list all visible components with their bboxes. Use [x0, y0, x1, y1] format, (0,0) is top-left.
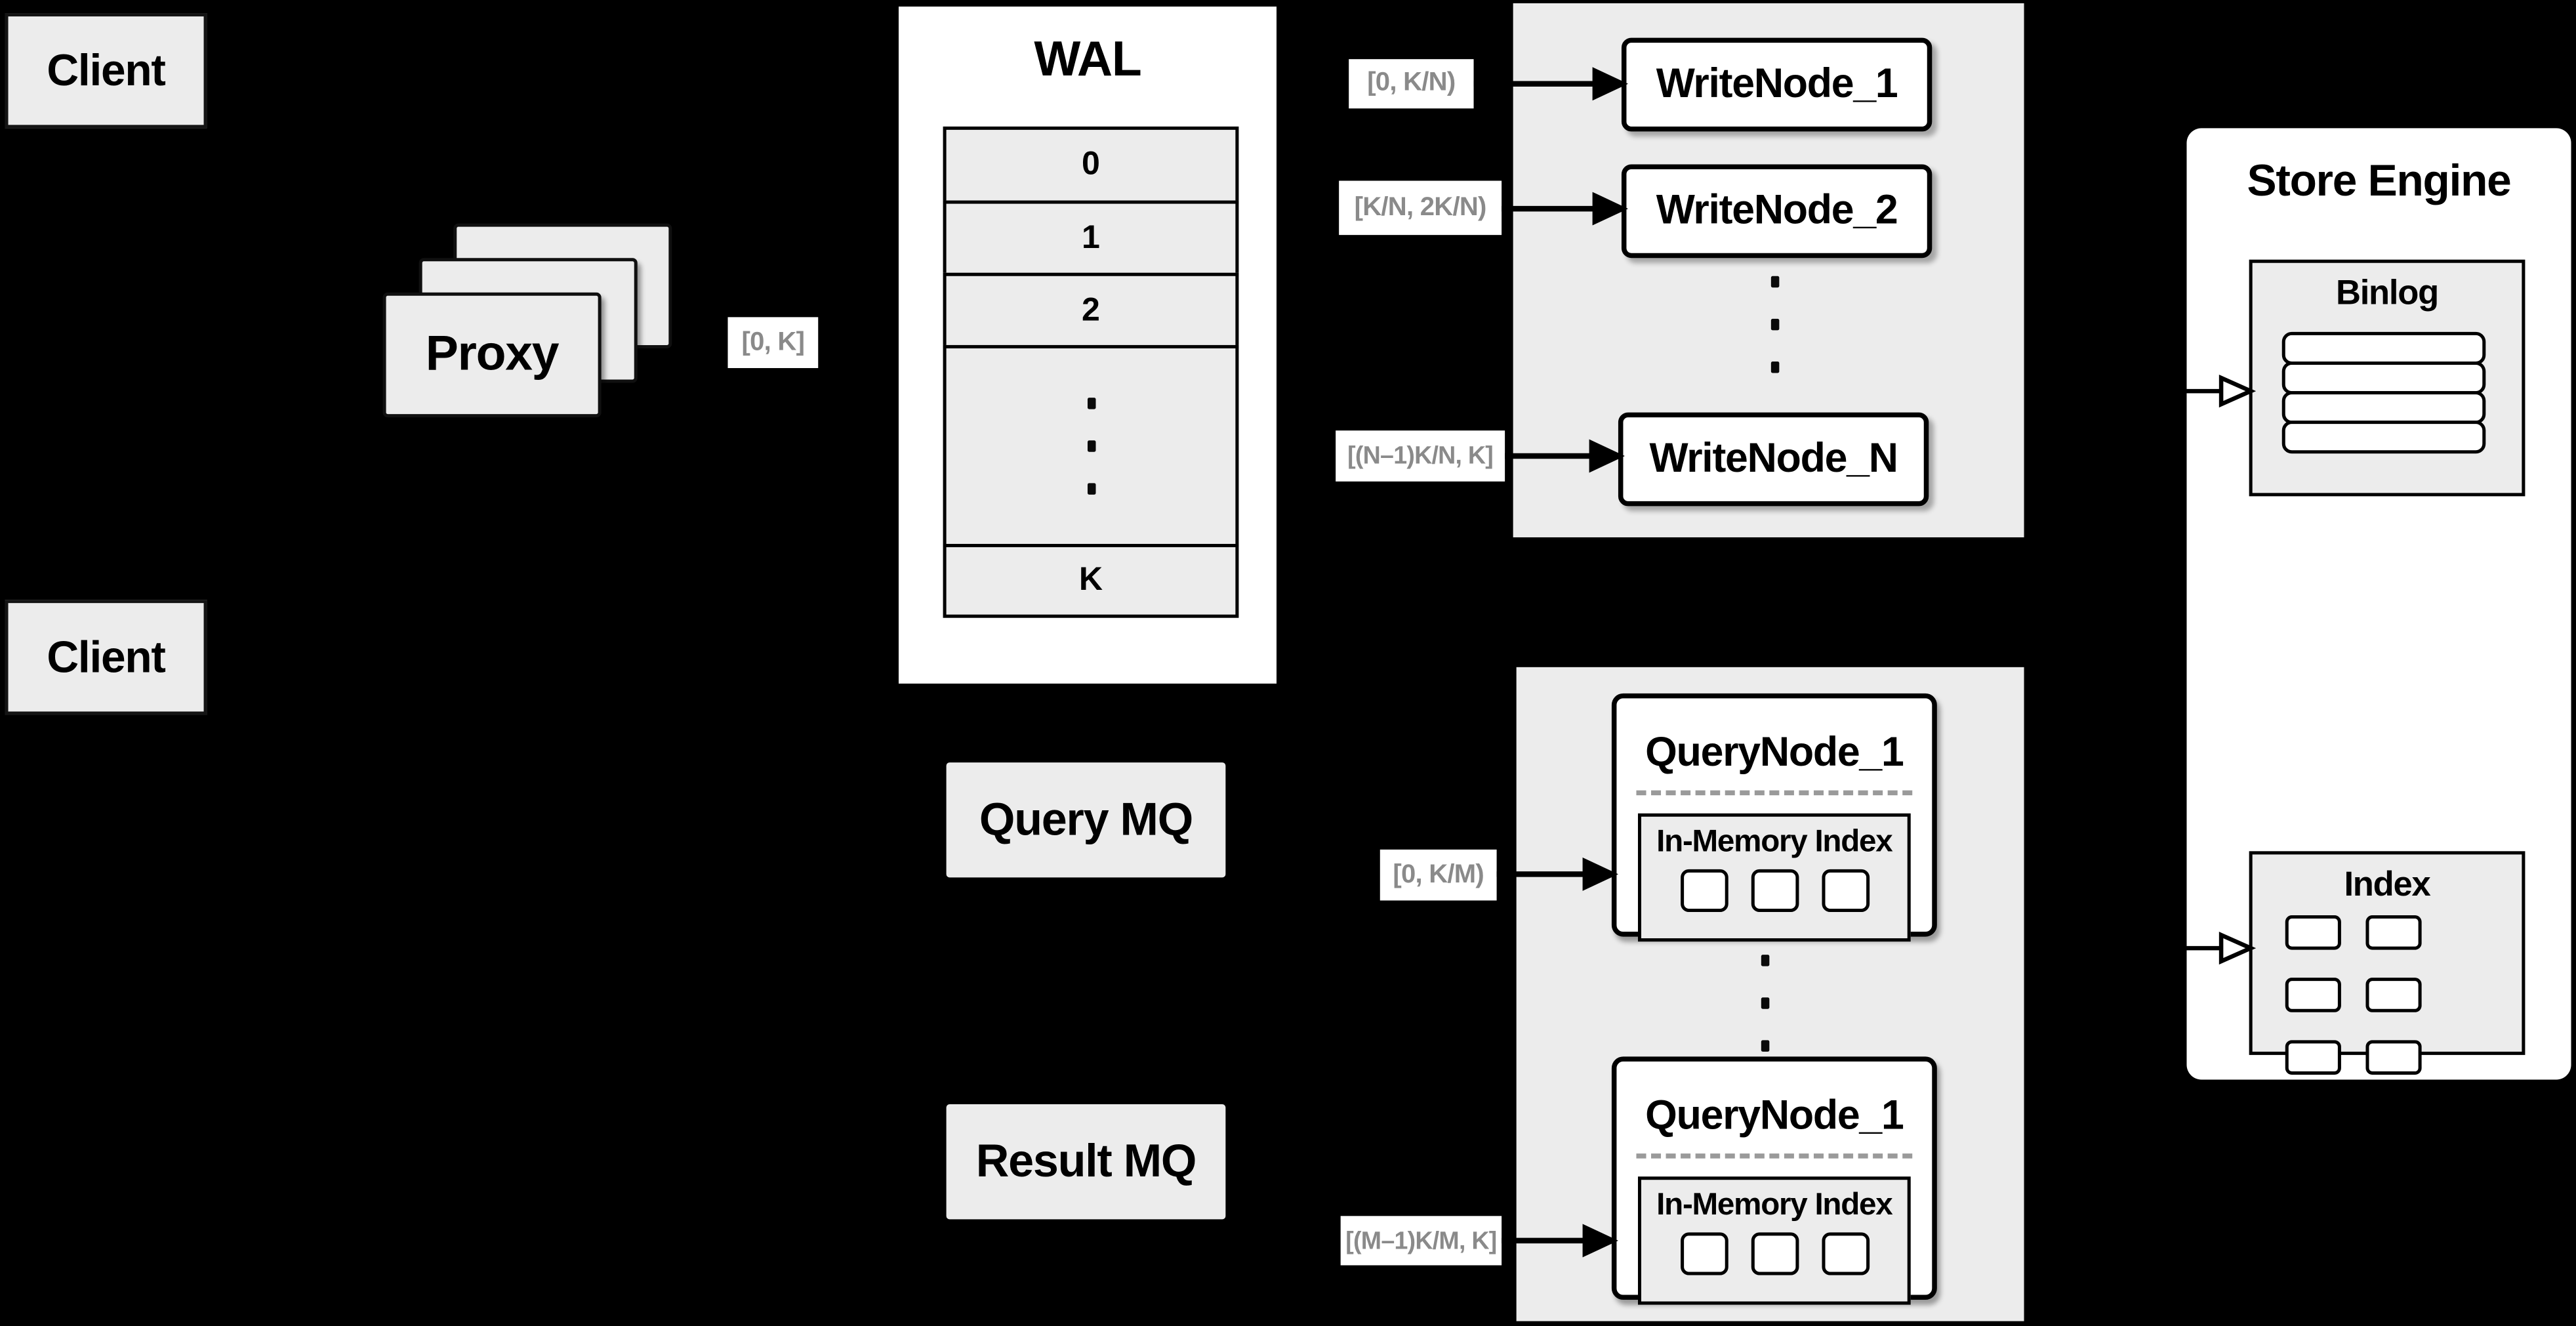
range-label-write-2-text: [K/N, 2K/N) [1354, 193, 1487, 221]
proxy-label: Proxy [425, 327, 560, 382]
index-segment [2365, 1040, 2422, 1075]
write-node-n: WriteNode_N [1618, 412, 1929, 507]
vertical-ellipsis-icon [1086, 398, 1095, 495]
result-mq-box: Result MQ [946, 1104, 1226, 1220]
index-box: Index [2249, 851, 2525, 1075]
proxy-node: Proxy [382, 292, 602, 418]
wal-box: WAL 0 1 2 K [895, 3, 1280, 687]
vertical-ellipsis-icon [1761, 955, 1770, 1052]
store-engine-title: Store Engine [2247, 155, 2511, 206]
in-memory-index-label: In-Memory Index [1656, 1188, 1893, 1223]
range-label-write-n: [(N–1)K/N, K] [1336, 430, 1505, 482]
binlog-row [2281, 361, 2486, 395]
binlog-box: Binlog [2249, 259, 2525, 497]
wal-ellipsis-row [943, 344, 1239, 547]
client-top-label: Client [47, 45, 166, 95]
memory-segment [1750, 869, 1799, 912]
write-node-1-label: WriteNode_1 [1656, 60, 1898, 107]
wal-title: WAL [1034, 33, 1141, 87]
range-label-query-1: [0, K/M) [1380, 849, 1497, 901]
range-label-proxy-out: [0, K] [727, 317, 819, 369]
binlog-row [2281, 391, 2486, 425]
binlog-row [2281, 331, 2486, 365]
write-node-1: WriteNode_1 [1621, 37, 1932, 132]
wal-segment-1: 1 [1082, 219, 1100, 256]
wal-segment-row: 2 [943, 272, 1239, 348]
memory-segment-row [1641, 1232, 1908, 1275]
range-label-write-1-text: [0, K/N) [1367, 69, 1456, 97]
memory-segment [1750, 1232, 1799, 1275]
query-mq-box: Query MQ [946, 762, 1226, 878]
query-node-bottom: QueryNode_1 In-Memory Index [1611, 1056, 1937, 1305]
wal-segment-row: 1 [943, 200, 1239, 276]
index-segment [2365, 978, 2422, 1012]
memory-segment-row [1641, 869, 1908, 912]
index-segment [2285, 915, 2341, 950]
range-label-query-m: [(M–1)K/M, K] [1340, 1216, 1502, 1266]
in-memory-index-box: In-Memory Index [1637, 813, 1911, 942]
range-label-proxy-out-text: [0, K] [741, 327, 805, 356]
wal-segment-row: 0 [943, 126, 1239, 204]
write-node-2-label: WriteNode_2 [1656, 187, 1898, 234]
vertical-ellipsis-icon [1770, 276, 1780, 373]
memory-segment [1679, 1232, 1728, 1275]
range-label-write-n-text: [(N–1)K/N, K] [1347, 442, 1494, 470]
write-node-n-label: WriteNode_N [1649, 435, 1898, 482]
query-mq-label: Query MQ [979, 793, 1193, 845]
wal-segment-row: K [943, 543, 1239, 618]
index-segments [2285, 915, 2489, 1075]
memory-segment [1821, 1232, 1869, 1275]
dashed-divider [1636, 1153, 1913, 1159]
query-node-bottom-title: QueryNode_1 [1645, 1092, 1904, 1138]
store-engine-box: Store Engine Binlog Index [2186, 128, 2571, 1080]
client-bottom-label: Client [47, 631, 166, 682]
memory-segment [1821, 869, 1869, 912]
index-segment [2285, 978, 2341, 1012]
binlog-label: Binlog [2335, 274, 2439, 312]
in-memory-index-box: In-Memory Index [1637, 1176, 1911, 1305]
write-node-2: WriteNode_2 [1621, 164, 1932, 259]
binlog-rows [2281, 331, 2486, 454]
query-node-top-title: QueryNode_1 [1645, 728, 1904, 775]
client-node-bottom: Client [5, 600, 207, 715]
range-label-write-2: [K/N, 2K/N) [1339, 180, 1502, 236]
range-label-query-m-text: [(M–1)K/M, K] [1345, 1226, 1497, 1255]
index-label: Index [2344, 865, 2430, 904]
wal-segment-table: 0 1 2 K [943, 126, 1239, 618]
in-memory-index-label: In-Memory Index [1656, 825, 1893, 860]
client-node-top: Client [5, 13, 207, 129]
memory-segment [1679, 869, 1728, 912]
range-label-write-1: [0, K/N) [1349, 59, 1474, 109]
result-mq-label: Result MQ [975, 1135, 1197, 1187]
wal-segment-0: 0 [1082, 146, 1100, 182]
range-label-query-1-text: [0, K/M) [1393, 860, 1484, 888]
index-segment [2365, 915, 2422, 950]
wal-segment-2: 2 [1082, 291, 1100, 328]
dashed-divider [1636, 790, 1913, 796]
query-node-top: QueryNode_1 In-Memory Index [1611, 693, 1937, 942]
index-segment [2285, 1040, 2341, 1075]
wal-segment-k: K [1078, 562, 1103, 598]
binlog-row [2281, 421, 2486, 454]
